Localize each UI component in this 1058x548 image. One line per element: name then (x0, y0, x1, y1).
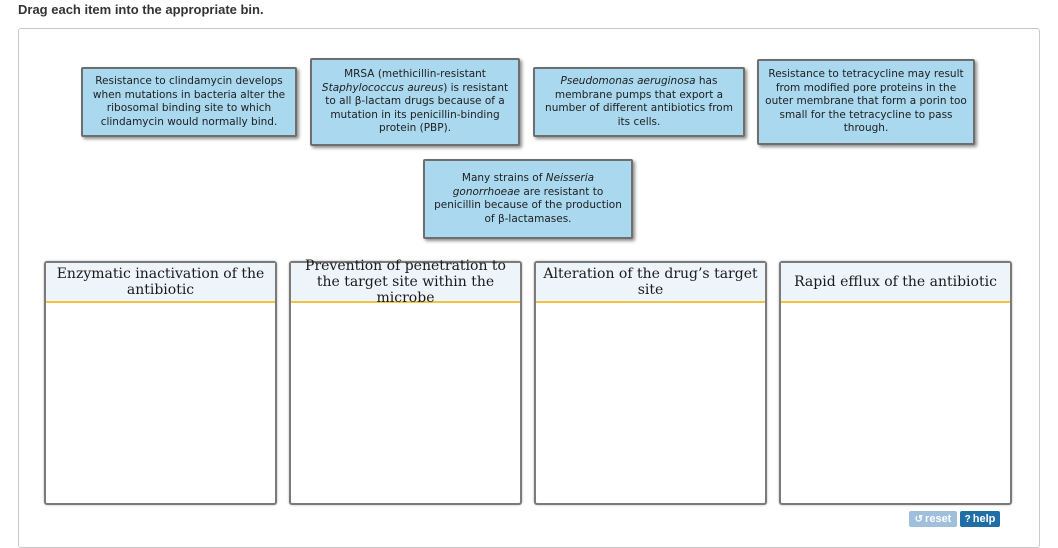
drag-item-text: MRSA (methicillin-resistant Staphylococc… (321, 68, 509, 135)
drag-item-text: Resistance to clindamycin develops when … (92, 75, 286, 128)
drag-item-neisseria[interactable]: Many strains of Neisseria gonorrhoeae ar… (423, 159, 633, 239)
bin-enzymatic-inactivation[interactable]: Enzymatic inactivation of the antibiotic (44, 261, 277, 505)
drag-item-clindamycin[interactable]: Resistance to clindamycin develops when … (81, 67, 297, 137)
drag-item-text: Pseudomonas aeruginosa has membrane pump… (545, 75, 733, 128)
instruction-text: Drag each item into the appropriate bin. (18, 2, 264, 17)
question-icon: ? (964, 513, 971, 525)
drag-item-tetracycline[interactable]: Resistance to tetracycline may result fr… (757, 59, 975, 145)
bin-label: Alteration of the drug’s target site (536, 263, 765, 303)
reset-button[interactable]: ↺ reset (909, 511, 957, 527)
help-button[interactable]: ? help (960, 511, 1000, 527)
drag-item-mrsa[interactable]: MRSA (methicillin-resistant Staphylococc… (310, 58, 520, 146)
reset-label: reset (925, 513, 952, 525)
drag-item-text: Resistance to tetracycline may result fr… (765, 68, 967, 135)
help-label: help (972, 513, 996, 525)
bin-rapid-efflux[interactable]: Rapid efflux of the antibiotic (779, 261, 1012, 505)
bin-label: Rapid efflux of the antibiotic (781, 263, 1010, 303)
reset-icon: ↺ (914, 513, 924, 525)
drag-item-pseudomonas[interactable]: Pseudomonas aeruginosa has membrane pump… (533, 67, 745, 137)
bin-alteration-of-target[interactable]: Alteration of the drug’s target site (534, 261, 767, 505)
bin-label: Enzymatic inactivation of the antibiotic (46, 263, 275, 303)
drag-item-text: Many strains of Neisseria gonorrhoeae ar… (434, 172, 622, 225)
bin-prevention-of-penetration[interactable]: Prevention of penetration to the target … (289, 258, 522, 505)
bin-label: Prevention of penetration to the target … (291, 258, 520, 306)
